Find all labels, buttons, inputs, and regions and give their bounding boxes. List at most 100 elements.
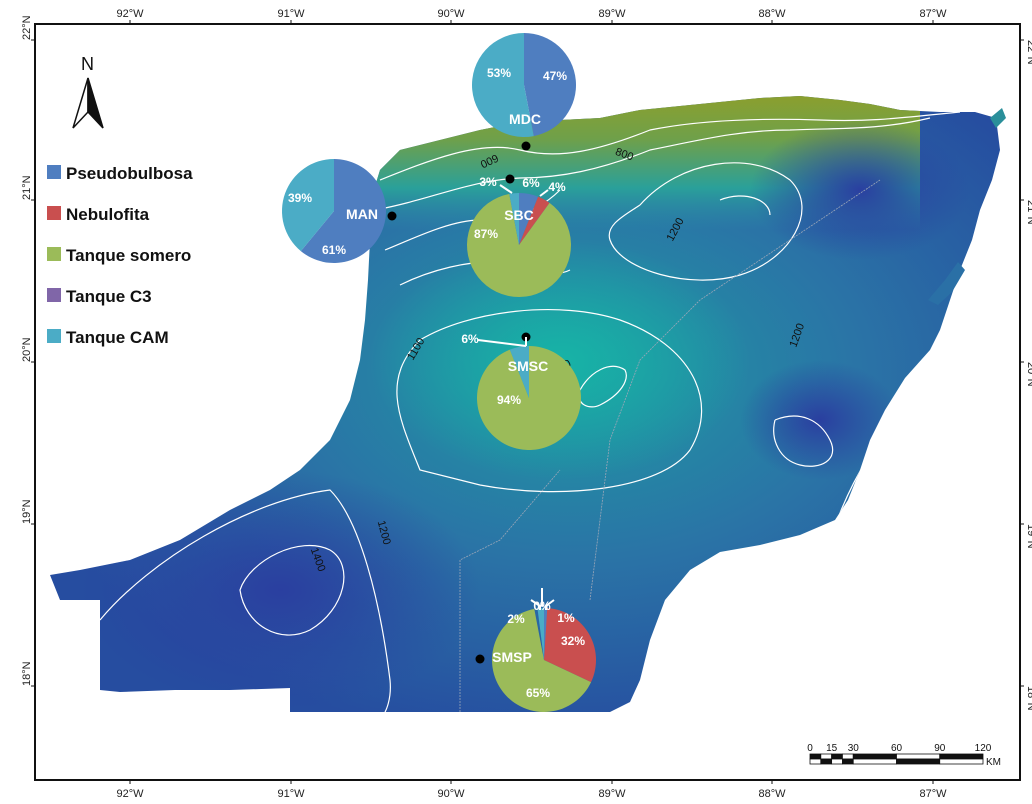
site-pie-charts: MDC47%53%MAN61%39%SBC6%4%87%3%SMSC94%6%S…: [282, 33, 596, 713]
lat-tick-label: 18°N: [21, 661, 33, 686]
lon-ticks-top: 92°W 91°W 90°W 89°W 88°W 87°W: [116, 8, 947, 20]
isohyet-lines: [99, 111, 961, 712]
site-pie-man: MAN 61% 39%: [282, 159, 397, 264]
lat-tick-label: 19°N: [1025, 524, 1032, 549]
pie-percentage-label: 65%: [526, 686, 550, 700]
scale-segment: [852, 753, 897, 760]
lon-ticks-bottom: 92°W 91°W 90°W 89°W 88°W 87°W: [116, 788, 947, 800]
scale-segment: [820, 753, 833, 760]
pie-percentage-label: 4%: [548, 180, 566, 194]
pie-slice: [544, 608, 548, 660]
north-arrow-icon: N: [72, 54, 104, 129]
lon-tick-label: 88°W: [758, 8, 786, 20]
site-marker: [521, 141, 531, 151]
pie-slice: [466, 193, 571, 297]
pie-percentage-label: 32%: [561, 634, 585, 648]
callout-line: [530, 599, 541, 610]
scale-tick-label: 15: [826, 743, 838, 754]
lon-tick-label: 91°W: [277, 788, 305, 800]
lat-tick-label: 22°N: [21, 15, 33, 40]
lon-tick-label: 89°W: [598, 788, 626, 800]
pie-percentage-label: 6%: [461, 332, 479, 346]
pie-percentage-label: 6%: [522, 176, 540, 190]
pie-percentage-label: 39%: [288, 191, 312, 205]
lat-tick-label: 22°N: [1025, 40, 1032, 65]
pie-percentage-label: 1%: [557, 611, 575, 625]
lat-tick-label: 18°N: [1025, 686, 1032, 711]
pie-slice: [519, 193, 539, 245]
pie-slice: [492, 608, 592, 713]
scale-segment: [809, 758, 822, 765]
pie-percentage-label: 87%: [474, 227, 498, 241]
site-marker: [387, 211, 397, 221]
pie-percentage-label: 0%: [533, 599, 551, 613]
legend-swatch: [47, 329, 61, 343]
lat-tick-label: 21°N: [21, 175, 33, 200]
pie-percentage-label: 61%: [322, 243, 346, 257]
state-borders: [459, 179, 881, 712]
lon-tick-label: 89°W: [598, 8, 626, 20]
legend-label: Nebulofita: [66, 205, 150, 224]
scale-tick-label: 30: [848, 743, 860, 754]
scale-segment: [939, 758, 984, 765]
isohyet-label: 800: [614, 146, 635, 164]
lat-ticks-right: 22°N 21°N 20°N 19°N 18°N: [1025, 40, 1032, 711]
site-pie-smsp: SMSP 32% 65% 0% 2% 1%: [475, 588, 596, 713]
pie-percentage-label: 2%: [507, 612, 525, 626]
site-name-label: SMSP: [492, 649, 532, 665]
site-marker: [475, 654, 485, 664]
scale-segment: [852, 758, 897, 765]
lon-tick-label: 90°W: [437, 788, 465, 800]
lon-tick-label: 88°W: [758, 788, 786, 800]
lon-tick-label: 87°W: [919, 8, 947, 20]
tick-marks: [31, 20, 1024, 784]
scale-tick-label: 60: [891, 743, 903, 754]
lat-ticks-left: 22°N 21°N 20°N 19°N 18°N: [21, 15, 33, 686]
pie-slice: [524, 33, 576, 137]
lat-tick-label: 20°N: [1025, 362, 1032, 387]
legend-label: Pseudobulbosa: [66, 164, 193, 183]
scale-tick-label: 0: [807, 743, 813, 754]
legend-swatch: [47, 288, 61, 302]
legend-label: Tanque CAM: [66, 328, 169, 347]
lat-tick-label: 19°N: [21, 499, 33, 524]
scale-segment: [831, 753, 843, 760]
scale-tick-label: 120: [975, 743, 992, 754]
callout-line: [499, 184, 513, 194]
pie-slice: [544, 608, 596, 683]
callout-line: [477, 339, 527, 347]
yucatan-peninsula: [50, 96, 1006, 712]
site-pie-mdc: MDC 47% 53%: [472, 33, 576, 151]
site-name-label: MAN: [346, 206, 378, 222]
legend-label: Tanque somero: [66, 246, 191, 265]
pie-percentage-label: 53%: [487, 66, 511, 80]
lon-tick-label: 92°W: [116, 8, 144, 20]
pie-slice: [519, 196, 550, 245]
scale-unit-label: KM: [986, 757, 1001, 768]
site-marker: [505, 174, 515, 184]
pie-slice: [477, 346, 582, 451]
pie-slice: [472, 33, 534, 137]
lon-tick-label: 90°W: [437, 8, 465, 20]
lon-tick-label: 87°W: [919, 788, 947, 800]
scale-segment: [809, 753, 822, 760]
legend-swatch: [47, 165, 61, 179]
legend-swatch: [47, 247, 61, 261]
site-name-label: SMSC: [508, 358, 548, 374]
cozumel-island: [928, 262, 965, 305]
site-name-label: SBC: [504, 207, 534, 223]
lat-tick-label: 20°N: [21, 337, 33, 362]
site-name-label: MDC: [509, 111, 541, 127]
lon-tick-label: 91°W: [277, 8, 305, 20]
pie-slice: [509, 346, 529, 398]
legend-swatch: [47, 206, 61, 220]
lat-tick-label: 21°N: [1025, 200, 1032, 225]
lon-tick-label: 92°W: [116, 788, 144, 800]
callout-line: [539, 189, 549, 197]
pie-percentage-label: 47%: [543, 69, 567, 83]
